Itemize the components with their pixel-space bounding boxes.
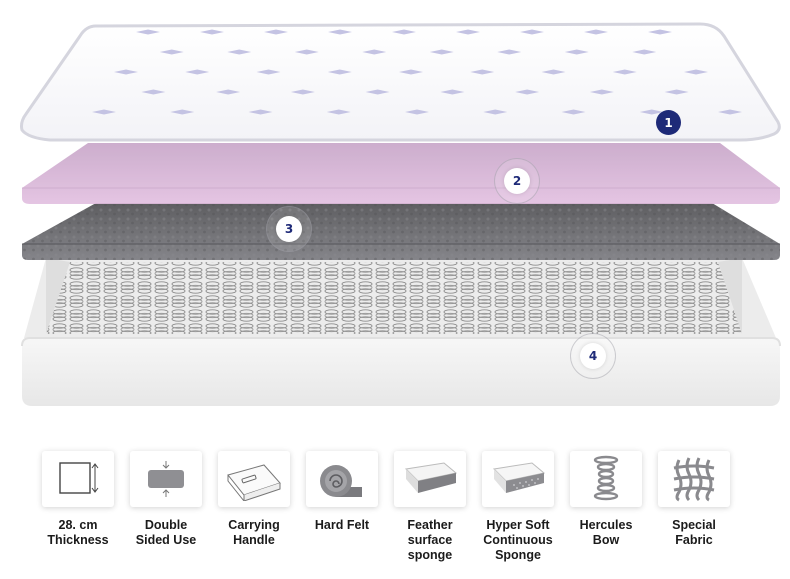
quilt-stitch (216, 89, 241, 95)
feature-hercules-bow: Hercules Bow (568, 451, 644, 548)
quilt-stitch (200, 29, 224, 35)
quilt-stitch (362, 49, 387, 55)
quilt-stitch (664, 89, 689, 95)
feature-tile (42, 451, 114, 507)
feature-carrying-handle: Carrying Handle (216, 451, 292, 548)
quilt-stitch (561, 109, 586, 115)
quilt-stitch (612, 69, 637, 75)
special-fabric-icon (673, 457, 715, 502)
quilt-stitch (227, 49, 252, 55)
quilt-stitch (399, 69, 423, 75)
quilt-stitch (440, 89, 465, 95)
quilt-stitch (564, 49, 589, 55)
feature-label: Carrying Handle (228, 518, 280, 547)
quilt-stitch (405, 109, 429, 115)
quilt-stitch (141, 89, 166, 95)
quilt-stitch (589, 89, 614, 95)
hard-felt-icon (320, 465, 362, 497)
mattress-exploded-view: 1 2 3 4 (20, 22, 781, 406)
feature-double-sided: Double Sided Use (128, 451, 204, 548)
double-sided-icon (148, 461, 184, 497)
thickness-icon (59, 462, 99, 494)
quilt-stitch (429, 49, 454, 55)
quilt-stitch (541, 69, 566, 75)
feature-tile (394, 451, 466, 507)
quilt-stitch (256, 69, 281, 75)
quilt-stitch (584, 29, 608, 35)
quilt-stitch (520, 29, 544, 35)
quilt-stitch (159, 49, 184, 55)
feature-label: Hercules Bow (579, 518, 633, 547)
quilt-stitch (483, 109, 508, 115)
pink-foam-layer (22, 143, 780, 204)
quilt-stitch (515, 89, 540, 95)
feature-label: Hyper Soft Continuous Sponge (483, 518, 553, 562)
quilt-stitch (92, 109, 116, 115)
layer-marker-2[interactable]: 2 (494, 158, 540, 204)
feature-label: Double Sided Use (135, 518, 197, 547)
quilt-stitch (684, 69, 708, 75)
feature-hyper-soft-sponge: Hyper Soft Continuous Sponge (480, 451, 556, 563)
quilt-stitch (470, 69, 495, 75)
feature-tile (218, 451, 290, 507)
feature-list: 28. cm Thickness Double Sided Use Carryi… (40, 451, 750, 575)
layer-marker-4[interactable]: 4 (570, 333, 616, 379)
quilt-stitch (264, 29, 288, 35)
spring-base-layer (21, 258, 781, 406)
quilt-stitch (326, 109, 351, 115)
feature-tile (482, 451, 554, 507)
feature-label: 28. cm Thickness (47, 518, 109, 547)
feature-tile (570, 451, 642, 507)
quilt-stitch (328, 29, 352, 35)
quilt-stitch (365, 89, 390, 95)
mattress-illustration (20, 22, 781, 406)
hercules-bow-icon (593, 455, 619, 501)
quilt-stitch (290, 89, 315, 95)
quilt-stitch (497, 49, 522, 55)
feature-label: Hard Felt (314, 518, 370, 532)
feature-thickness: 28. cm Thickness (40, 451, 116, 548)
feature-tile (658, 451, 730, 507)
quilt-stitch (392, 29, 416, 35)
quilt-stitch (718, 109, 742, 115)
feature-hard-felt: Hard Felt (304, 451, 380, 533)
feature-tile (306, 451, 378, 507)
quilt-stitch (185, 69, 210, 75)
quilt-stitch (456, 29, 480, 35)
hyper-soft-sponge-icon (492, 462, 546, 493)
feature-tile (130, 451, 202, 507)
quilt-stitch (632, 49, 657, 55)
quilt-stitch (170, 109, 195, 115)
feature-label: Feather surface sponge (407, 518, 453, 562)
quilt-stitch (248, 109, 273, 115)
feature-label: Special Fabric (672, 518, 716, 547)
quilt-stitch (294, 49, 319, 55)
carrying-handle-icon (227, 464, 281, 501)
quilt-stitch (639, 109, 664, 115)
quilt-stitch (327, 69, 352, 75)
quilt-stitch (114, 69, 138, 75)
quilt-stitch (136, 29, 160, 35)
felt-layer (22, 203, 780, 260)
feature-feather-sponge: Feather surface sponge (392, 451, 468, 563)
layer-marker-3[interactable]: 3 (266, 206, 312, 252)
feature-special-fabric: Special Fabric (656, 451, 732, 548)
layer-marker-1[interactable]: 1 (656, 110, 681, 135)
quilt-stitch (648, 29, 672, 35)
top-cover-layer (20, 22, 781, 142)
feather-sponge-icon (404, 462, 458, 493)
